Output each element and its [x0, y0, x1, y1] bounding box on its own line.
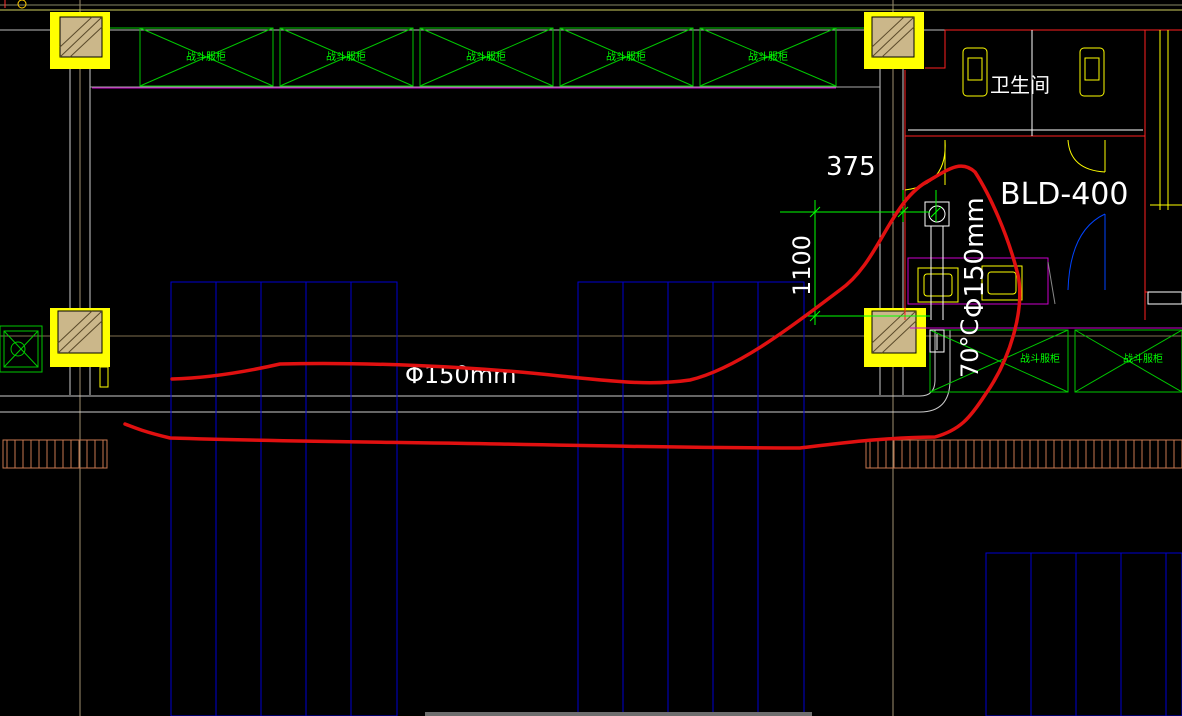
markup-annotation-stroke [123, 164, 1022, 450]
wall-lines [0, 30, 951, 413]
cabinet-label: 战斗服柜 [186, 50, 226, 63]
stair-right [865, 439, 1182, 469]
cabinet-row-top [92, 27, 864, 89]
grid-band-middle [577, 281, 805, 716]
cabinet-labels-right: 战斗服柜 战斗服柜 [1020, 352, 1163, 365]
cabinet-label: 战斗服柜 [466, 50, 506, 63]
fire-damper-angle-label: 70°C [956, 319, 984, 378]
cabinet-row-right [910, 327, 1182, 393]
column-mid-right [864, 308, 926, 367]
restroom-area [904, 29, 1182, 320]
duct-size-vertical-label: Φ150mm [960, 197, 990, 318]
columns [50, 12, 926, 388]
column-top-right [864, 12, 924, 69]
fan-model-label: BLD-400 [1000, 177, 1128, 212]
cabinet-label: 战斗服柜 [1020, 352, 1060, 365]
cabinet-label: 战斗服柜 [1123, 352, 1163, 365]
restroom-label: 卫生间 [990, 73, 1050, 97]
top-wall-lines [0, 4, 1182, 31]
cabinet-label: 战斗服柜 [748, 50, 788, 63]
left-equipment [0, 325, 43, 373]
corner-marker [4, 0, 27, 9]
grid-band-right [985, 552, 1182, 716]
stair-hatch [6, 440, 1175, 468]
column-top-left [50, 12, 110, 69]
horizontal-scrollbar[interactable] [425, 712, 812, 716]
dimension-lines [780, 190, 942, 325]
cabinet-label: 战斗服柜 [606, 50, 646, 63]
cabinet-label: 战斗服柜 [326, 50, 366, 63]
dimension-375-label: 375 [826, 152, 876, 182]
column-mid-left [50, 308, 110, 388]
grid-band-left [170, 281, 398, 716]
cabinet-labels-top: 战斗服柜 战斗服柜 战斗服柜 战斗服柜 战斗服柜 [186, 50, 788, 63]
dimension-1100-label: 1100 [788, 235, 816, 296]
vanity [907, 257, 1056, 305]
exhaust-fan-icon [924, 201, 950, 353]
